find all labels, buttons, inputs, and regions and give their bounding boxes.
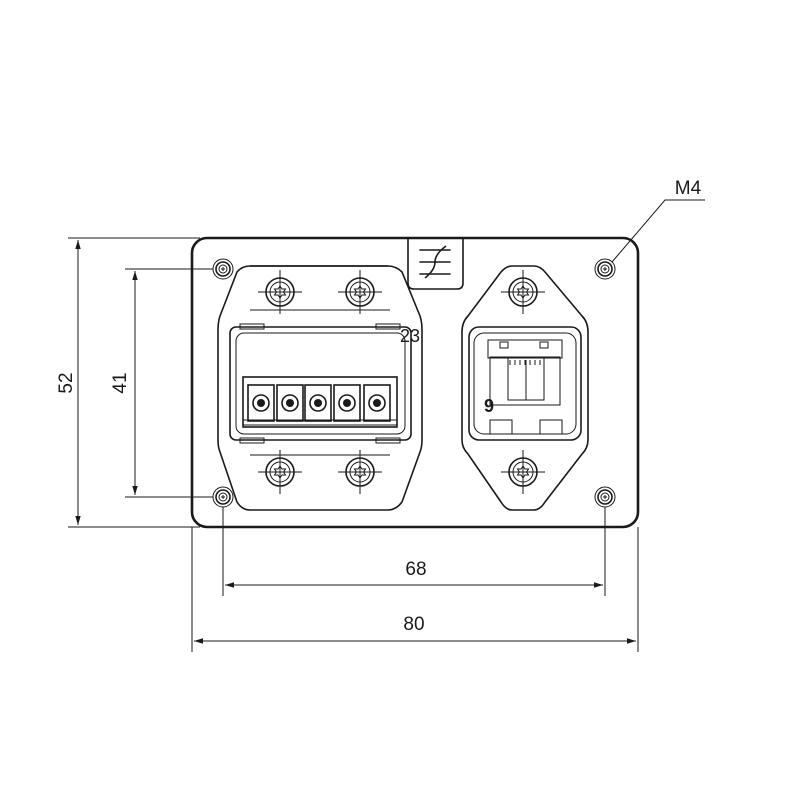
svg-text:52: 52 bbox=[56, 372, 77, 393]
corner-hole-bottom-left bbox=[212, 486, 234, 508]
svg-text:M4: M4 bbox=[675, 178, 702, 199]
right-connector-mark: 9 bbox=[484, 396, 494, 416]
dimension-68: 68 bbox=[222, 507, 606, 596]
terminal-2 bbox=[276, 384, 304, 422]
left-connector-power: 23 bbox=[217, 265, 423, 511]
svg-text:68: 68 bbox=[405, 559, 426, 580]
svg-text:80: 80 bbox=[403, 614, 424, 635]
terminal-3 bbox=[304, 384, 332, 422]
left-connector-mark: 23 bbox=[400, 326, 420, 346]
mounting-plate bbox=[190, 236, 640, 529]
svg-text:41: 41 bbox=[110, 372, 131, 393]
dimension-41: 41 bbox=[110, 268, 213, 498]
terminal-4 bbox=[333, 384, 361, 422]
corner-hole-top-left bbox=[212, 258, 234, 280]
dimension-52: 52 bbox=[56, 237, 200, 528]
right-connector-rj45: 9 bbox=[461, 265, 589, 511]
terminal-5 bbox=[363, 384, 391, 422]
terminal-1 bbox=[247, 384, 275, 422]
dimension-80: 80 bbox=[191, 527, 639, 652]
thread-callout-m4: M4 bbox=[611, 178, 705, 263]
corner-hole-bottom-right bbox=[594, 486, 616, 508]
crossing-lines-logo-icon bbox=[407, 238, 464, 290]
